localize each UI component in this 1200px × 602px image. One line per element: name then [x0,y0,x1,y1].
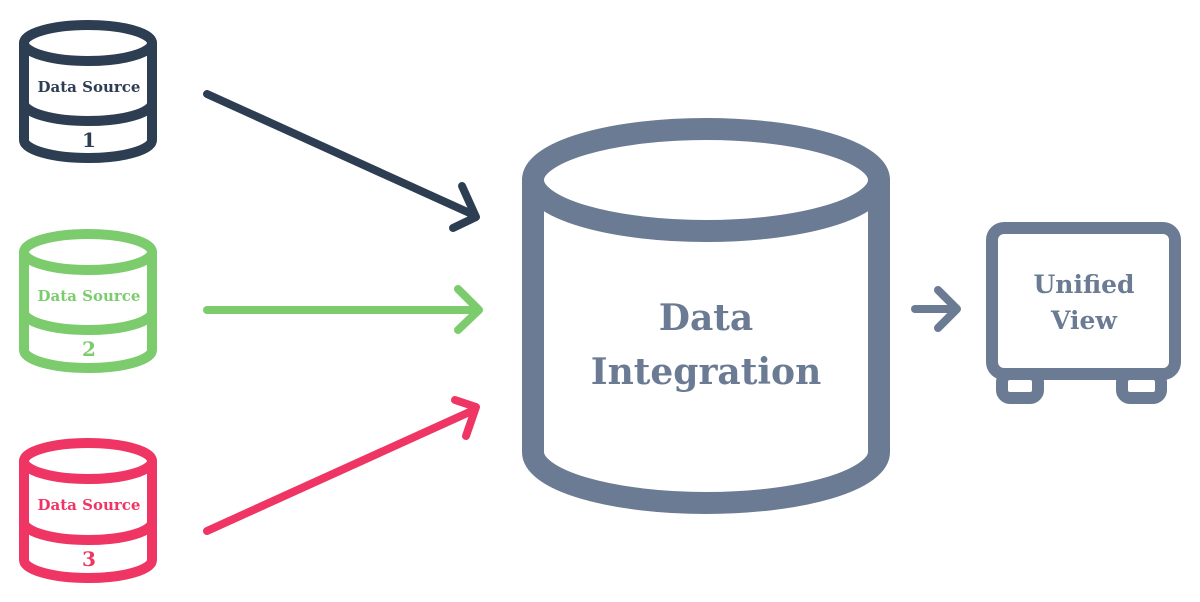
database-cylinder-icon [522,118,890,514]
source-3-label: Data Source [38,496,141,514]
source-3-number: 3 [82,547,96,571]
data-integration-hub: Data Integration [522,118,890,514]
source-2-number: 2 [82,337,96,361]
database-cylinder-icon [19,20,157,163]
source-1-label: Data Source [38,78,141,96]
monitor-icon [986,222,1181,404]
view-label-line1: Unified [1033,270,1134,299]
arrow-right-icon [203,396,480,535]
arrow-right-icon [203,285,483,334]
arrow-right-icon [203,90,480,232]
source-3: Data Source 3 [19,438,157,583]
source-2-label: Data Source [38,287,141,305]
database-cylinder-icon [19,229,157,373]
hub-label-line1: Data [659,297,754,339]
unified-view: Unified View [986,222,1181,404]
arrow-right-icon [911,286,961,332]
source-2: Data Source 2 [19,229,157,373]
source-1-number: 1 [82,128,96,152]
hub-label-line2: Integration [591,351,822,393]
database-cylinder-icon [19,438,157,583]
view-label-line2: View [1050,306,1118,335]
source-1: Data Source 1 [19,20,157,163]
